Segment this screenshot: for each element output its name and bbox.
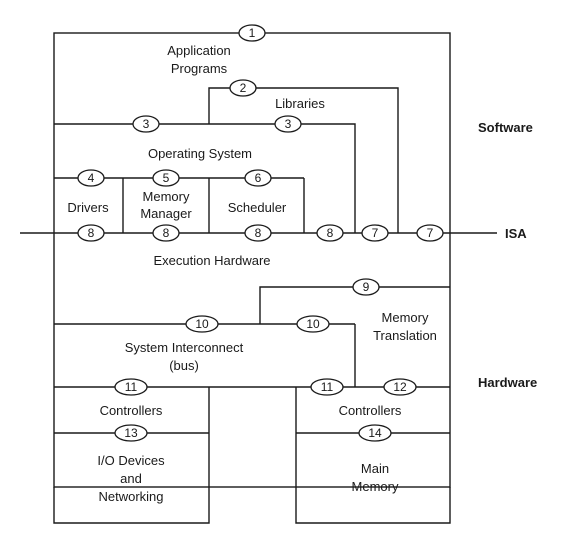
svg-text:8: 8 [163,226,170,240]
memory-manager-label-line2: Manager [140,206,192,221]
system-interconnect-label-line1: System Interconnect [125,340,244,355]
svg-text:5: 5 [163,171,170,185]
interface-13: 13 [114,424,148,442]
svg-text:3: 3 [143,117,150,131]
system-interconnect-label-line2: (bus) [169,358,199,373]
interface-7-applications: 7 [416,224,444,242]
svg-text:14: 14 [368,426,382,440]
controllers-right-label: Controllers [339,403,402,418]
main-memory-label-line2: Memory [352,479,399,494]
interface-10-right: 10 [296,315,330,333]
memory-translation-label-line1: Memory [382,310,429,325]
interface-4: 4 [77,169,105,187]
application-programs-label-line2: Programs [171,61,228,76]
scheduler-label: Scheduler [228,200,287,215]
interface-8-scheduler: 8 [244,224,272,242]
execution-hardware-label: Execution Hardware [153,253,270,268]
memory-manager-label-line1: Memory [143,189,190,204]
svg-text:10: 10 [195,317,209,331]
svg-text:9: 9 [363,280,370,294]
svg-text:6: 6 [255,171,262,185]
svg-text:8: 8 [88,226,95,240]
memory-translation-boundary [259,286,450,324]
memory-translation-label-line2: Translation [373,328,437,343]
interface-2: 2 [229,79,257,97]
main-memory-label-line1: Main [361,461,389,476]
svg-text:4: 4 [88,171,95,185]
interface-3-left: 3 [132,115,160,133]
software-label: Software [478,120,533,135]
interface-10-left: 10 [185,315,219,333]
libraries-boundary [208,87,399,233]
interface-1: 1 [238,24,266,42]
svg-text:8: 8 [255,226,262,240]
svg-text:1: 1 [249,26,256,40]
interface-7-libraries: 7 [361,224,389,242]
svg-text:7: 7 [427,226,434,240]
io-devices-label-line2: and [120,471,142,486]
svg-text:2: 2 [240,81,247,95]
svg-text:11: 11 [321,380,334,394]
interface-11-right: 11 [310,378,344,396]
interface-14: 14 [358,424,392,442]
application-programs-label-line1: Application [167,43,231,58]
operating-system-label: Operating System [148,146,252,161]
interface-12: 12 [383,378,417,396]
svg-text:13: 13 [124,426,138,440]
main-memory-box [295,387,451,524]
svg-text:8: 8 [327,226,334,240]
hardware-label: Hardware [478,375,537,390]
svg-text:7: 7 [372,226,379,240]
interface-9: 9 [352,278,380,296]
io-devices-label-line1: I/O Devices [97,453,165,468]
interface-8-drivers: 8 [77,224,105,242]
interface-11-left: 11 [114,378,148,396]
interface-8-memory-manager: 8 [152,224,180,242]
drivers-label: Drivers [67,200,109,215]
svg-text:11: 11 [125,380,138,394]
interface-5: 5 [152,169,180,187]
controllers-left-label: Controllers [100,403,163,418]
isa-label: ISA [505,226,527,241]
interface-3-right: 3 [274,115,302,133]
io-devices-label-line3: Networking [98,489,163,504]
libraries-label: Libraries [275,96,325,111]
svg-text:3: 3 [285,117,292,131]
interface-8-os: 8 [316,224,344,242]
io-devices-box [53,387,210,524]
svg-text:10: 10 [306,317,320,331]
svg-text:12: 12 [393,380,407,394]
interface-6: 6 [244,169,272,187]
